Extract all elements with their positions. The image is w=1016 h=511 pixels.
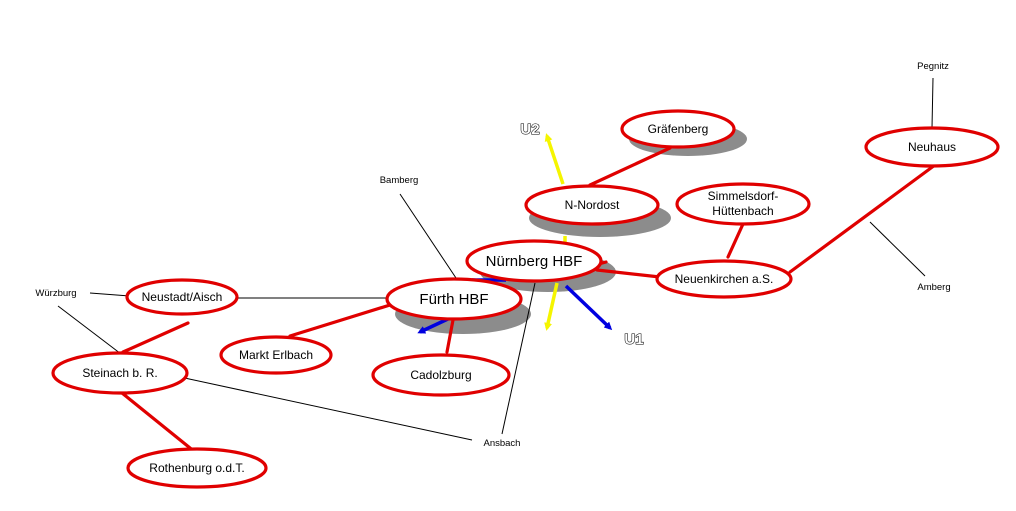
- station-label-neustadt: Neustadt/Aisch: [142, 290, 223, 304]
- u2-arrow-north: [544, 133, 565, 185]
- node-fuerth: [385, 277, 523, 321]
- ubahn-label-u1: U1: [624, 331, 643, 348]
- rail-lines: [120, 146, 937, 454]
- node-markt-erlbach: [219, 335, 333, 375]
- node-nuernberg: [465, 239, 603, 283]
- node-neuenkirchen: [655, 259, 793, 299]
- external-connectors: [57, 77, 934, 441]
- station-labels: Gräfenberg Neuhaus N-Nordost Simmelsdorf…: [82, 122, 956, 475]
- station-label-simmelsdorf-line1: Simmelsdorf-: [708, 189, 779, 203]
- external-labels: Pegnitz Bamberg Würzburg Amberg Ansbach: [35, 61, 950, 449]
- station-label-markt-erlbach: Markt Erlbach: [239, 348, 313, 362]
- external-label-ansbach: Ansbach: [484, 438, 521, 449]
- node-steinach: [51, 351, 189, 395]
- station-label-rothenburg: Rothenburg o.d.T.: [149, 461, 244, 475]
- external-label-wuerzburg: Würzburg: [35, 288, 76, 299]
- station-label-nuernberg: Nürnberg HBF: [486, 253, 583, 270]
- node-simmelsdorf: [675, 182, 811, 226]
- station-label-steinach: Steinach b. R.: [82, 366, 157, 380]
- u1-arrow-east: [564, 284, 613, 331]
- node-neuhaus: [864, 126, 1000, 168]
- station-label-graefenberg: Gräfenberg: [648, 122, 709, 136]
- ubahn-labels: U2 U1: [520, 120, 644, 348]
- node-graefenberg: [620, 109, 736, 149]
- station-label-simmelsdorf-line2: Hüttenbach: [712, 204, 773, 218]
- external-label-pegnitz: Pegnitz: [917, 61, 949, 72]
- node-cadolzburg: [371, 353, 511, 397]
- station-label-nordost: N-Nordost: [565, 198, 620, 212]
- station-label-neuhaus: Neuhaus: [908, 140, 956, 154]
- ubahn-label-u2: U2: [520, 121, 539, 138]
- station-nodes: [51, 109, 1000, 489]
- node-rothenburg: [126, 447, 268, 489]
- station-label-cadolzburg: Cadolzburg: [410, 368, 471, 382]
- external-label-amberg: Amberg: [917, 282, 950, 293]
- station-label-fuerth: Fürth HBF: [419, 291, 488, 308]
- station-label-neuenkirchen: Neuenkirchen a.S.: [675, 272, 774, 286]
- external-label-bamberg: Bamberg: [380, 175, 419, 186]
- node-neustadt: [125, 278, 239, 316]
- u2-arrow-south: [544, 282, 559, 331]
- node-nordost: [524, 184, 660, 226]
